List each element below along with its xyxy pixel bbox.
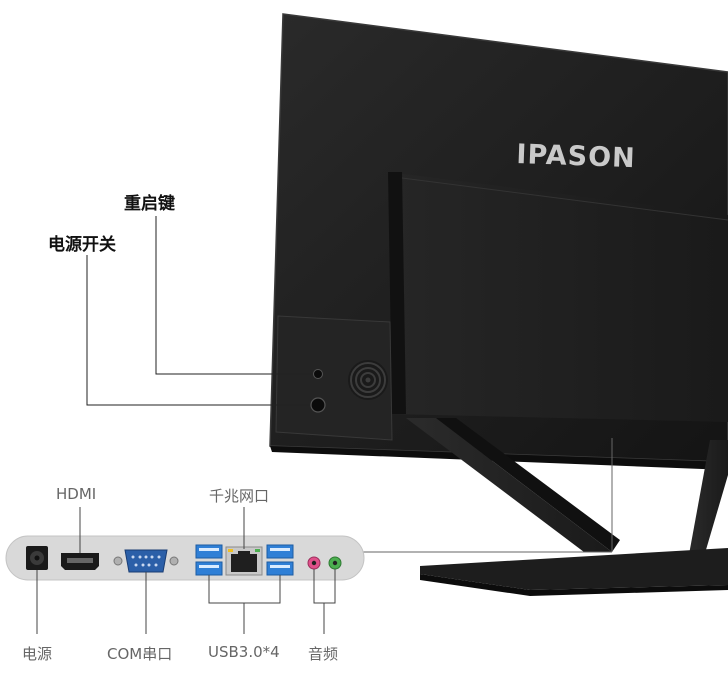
reset-key-label: 重启键 xyxy=(124,194,175,214)
lan-label: 千兆网口 xyxy=(209,487,270,505)
power-button[interactable] xyxy=(310,397,326,413)
monitor-stand xyxy=(406,418,728,596)
side-io-module xyxy=(275,315,393,441)
power-port-icon xyxy=(26,546,48,570)
panel-connector xyxy=(362,438,613,553)
usb-port-icon xyxy=(195,544,223,576)
reset-button[interactable] xyxy=(313,369,323,379)
rear-housing xyxy=(388,172,728,422)
hdmi-port-icon xyxy=(61,553,99,570)
callout-lines xyxy=(86,216,312,406)
usb-label: USB3.0*4 xyxy=(208,643,280,661)
audio-label: 音频 xyxy=(308,645,339,663)
usb-port-icon xyxy=(266,544,294,576)
com-label: COM串口 xyxy=(107,645,173,663)
audio-port-icon xyxy=(307,556,342,570)
brand-logo: IPASON xyxy=(515,139,637,175)
com-port-icon xyxy=(113,549,179,573)
lan-port-icon xyxy=(225,546,263,576)
port-callout-lines xyxy=(36,507,336,634)
power-switch-label: 电源开关 xyxy=(48,235,116,255)
speaker-grille xyxy=(348,360,388,400)
power-label: 电源 xyxy=(22,645,53,663)
hdmi-label: HDMI xyxy=(56,485,97,503)
